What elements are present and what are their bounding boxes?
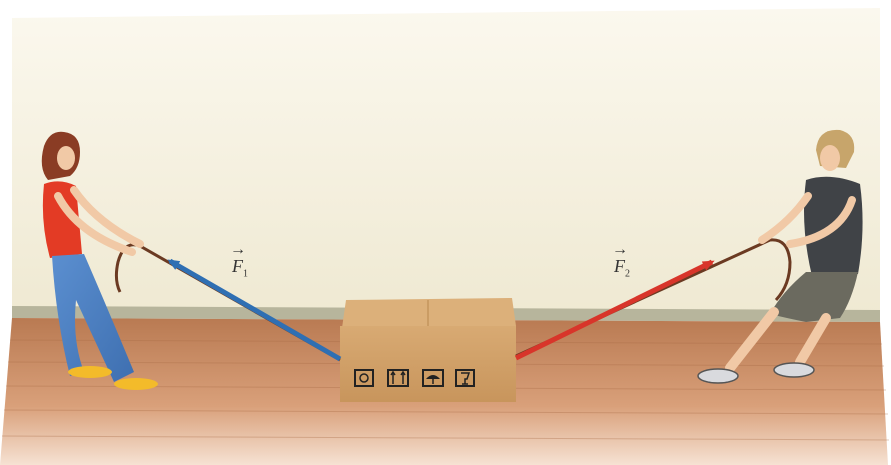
back-wall [12, 8, 880, 318]
force-label-f1: →F1 [232, 256, 248, 280]
cardboard-box [340, 298, 516, 402]
vector-arrow-icon: → [230, 241, 246, 259]
force-label-f2: →F2 [614, 256, 630, 280]
vector-arrow-icon: → [612, 241, 628, 259]
